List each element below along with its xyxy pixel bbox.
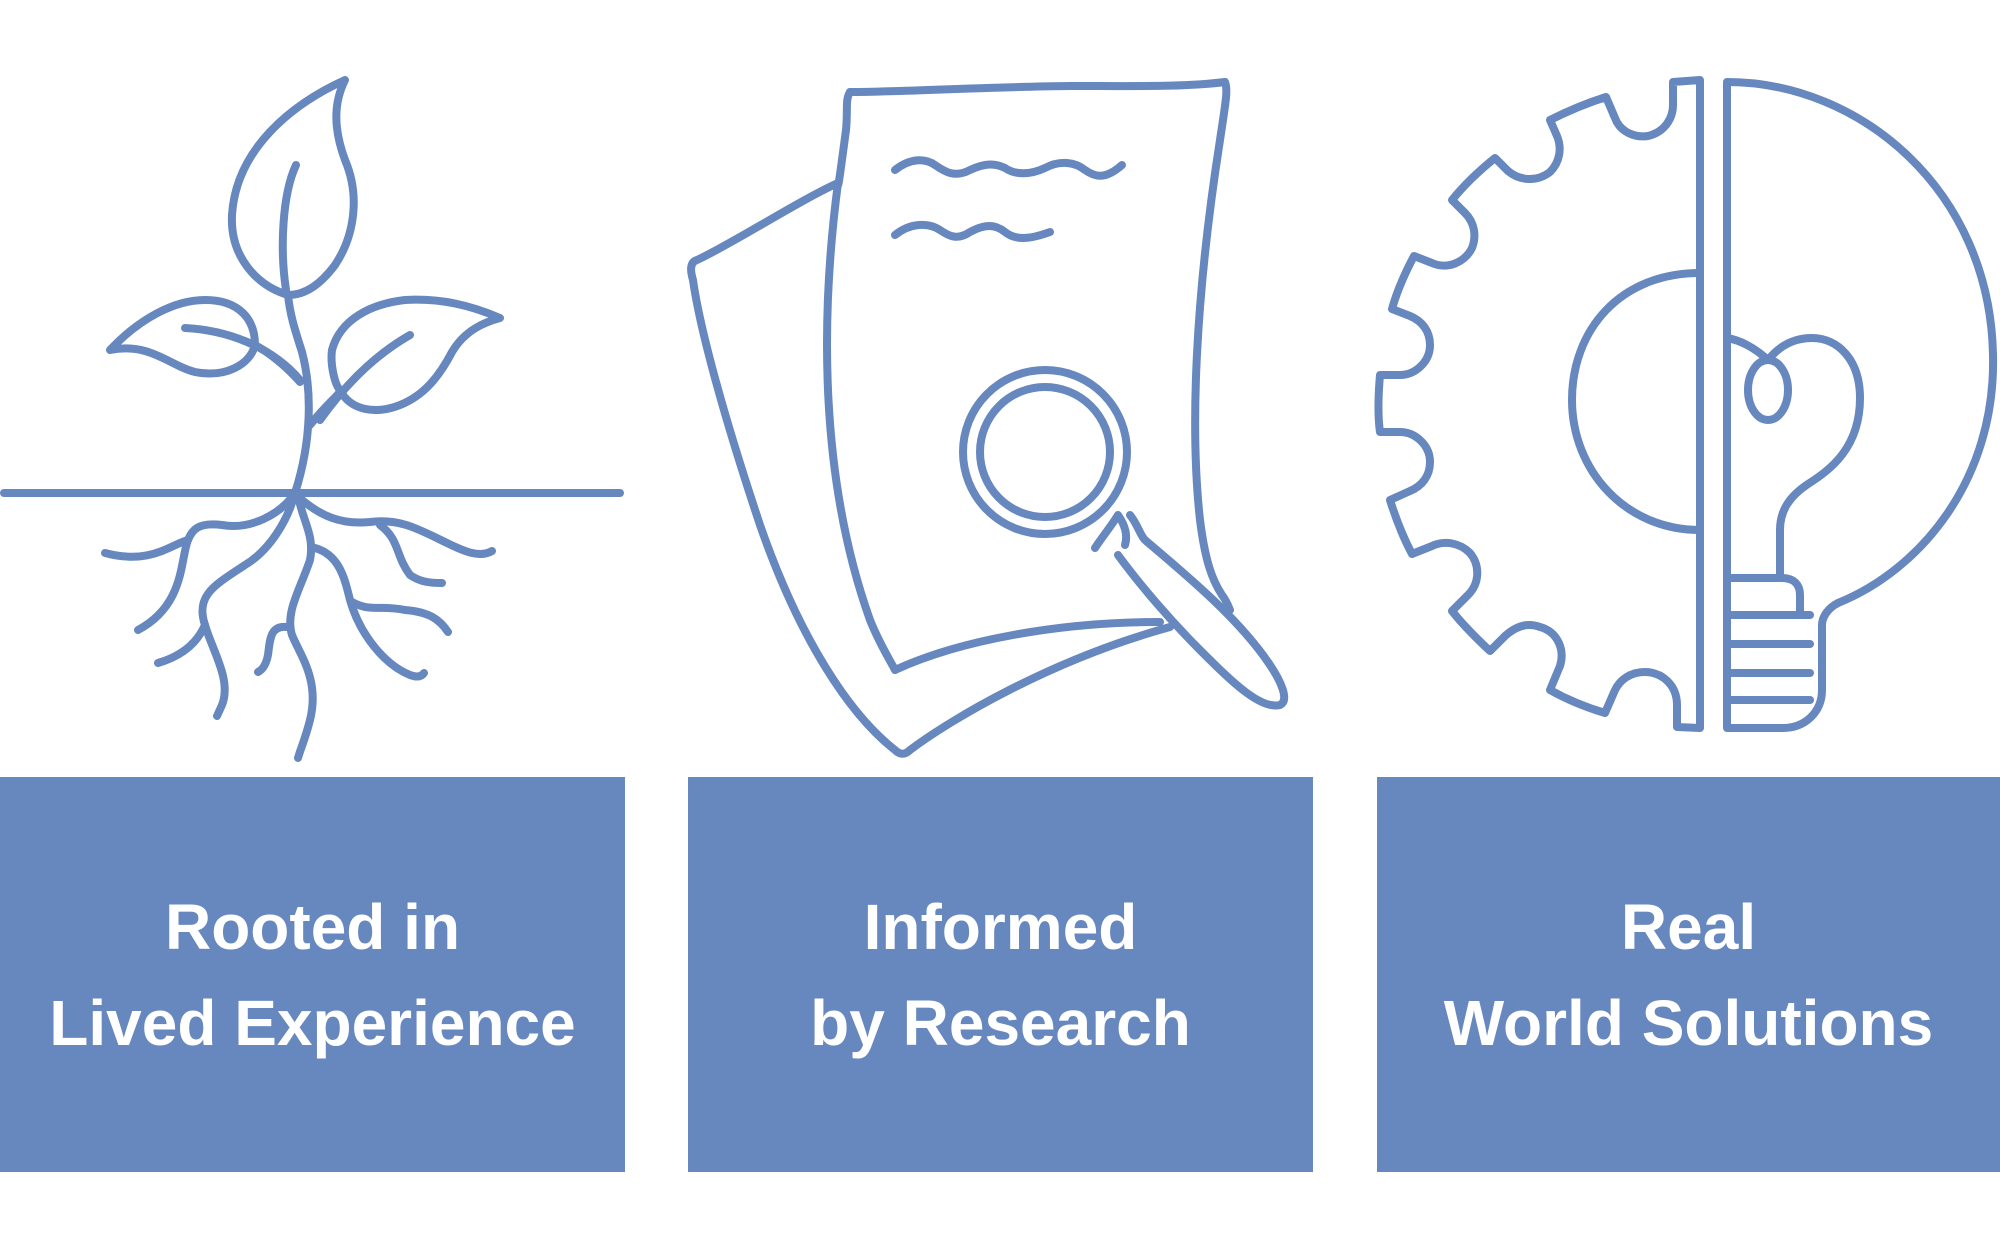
card-real-world-solutions: Real World Solutions [1377, 777, 2000, 1172]
card-title-line-2: World Solutions [1443, 986, 1934, 1059]
plant-roots-icon [0, 76, 624, 762]
card-informed-by-research: Informed by Research [688, 777, 1313, 1172]
card-title-line-1: Real [1620, 890, 1757, 963]
card-title-line-2: by Research [810, 986, 1191, 1059]
card-title-line-1: Rooted in [164, 890, 461, 963]
card-title-line-1: Informed [863, 890, 1138, 963]
card-rooted-in-lived-experience: Rooted in Lived Experience [0, 777, 625, 1172]
document-magnifier-icon [687, 78, 1289, 758]
icon-row [0, 76, 1998, 762]
card-title-line-2: Lived Experience [49, 986, 576, 1059]
gear-lightbulb-icon [1374, 76, 1998, 732]
